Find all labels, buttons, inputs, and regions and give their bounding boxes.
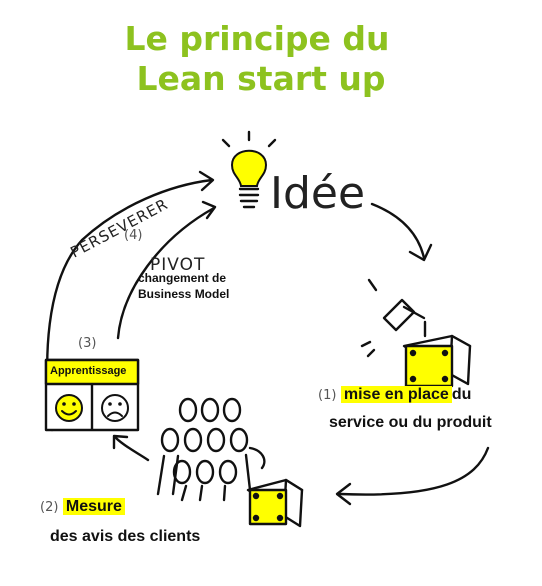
box-icon bbox=[402, 334, 472, 388]
learning-label: Apprentissage bbox=[50, 365, 127, 377]
step-2-highlight: Mesure bbox=[62, 498, 125, 515]
hammer-icon bbox=[360, 278, 427, 358]
arrow-build-to-measure bbox=[338, 446, 490, 496]
lightbulb-icon bbox=[221, 130, 277, 209]
arrow-head bbox=[112, 434, 129, 450]
title-line-2: Lean start up bbox=[136, 59, 386, 98]
pivot-subtitle-1: changement de bbox=[138, 271, 227, 285]
learning-box bbox=[44, 358, 140, 432]
step-3-number: (3) bbox=[78, 336, 97, 351]
box-icon bbox=[246, 478, 304, 528]
step-1-highlight: mise en place bbox=[340, 386, 452, 403]
step-2-label: (2) Mesure bbox=[40, 498, 125, 516]
arrow-head bbox=[198, 170, 215, 192]
step-1-line-2: service ou du produit bbox=[329, 414, 492, 431]
arrow-head bbox=[335, 482, 352, 506]
step-2-number: (2) bbox=[40, 500, 59, 515]
arrow-measure-to-learn bbox=[114, 436, 150, 462]
arrow-head bbox=[408, 243, 433, 262]
pivot-subtitle-2: Business Model bbox=[138, 287, 230, 301]
title-line-1: Le principe du bbox=[124, 19, 390, 58]
idea-label: Idée bbox=[270, 168, 365, 219]
pivot-label: PIVOT bbox=[150, 255, 205, 275]
persevere-label: PERSEVERER bbox=[67, 195, 171, 262]
arrow-idea-to-build bbox=[370, 202, 426, 260]
arrow-head bbox=[201, 200, 217, 220]
step-1-text-after: du bbox=[451, 386, 472, 403]
happy-face-icon bbox=[55, 394, 83, 422]
step-1-number: (1) bbox=[318, 388, 337, 403]
step-4-number: (4) bbox=[124, 228, 143, 243]
sad-face-icon bbox=[101, 394, 129, 422]
arrow-pivot bbox=[116, 206, 216, 340]
people-icon bbox=[156, 397, 266, 502]
step-2-line-2: des avis des clients bbox=[50, 528, 201, 545]
